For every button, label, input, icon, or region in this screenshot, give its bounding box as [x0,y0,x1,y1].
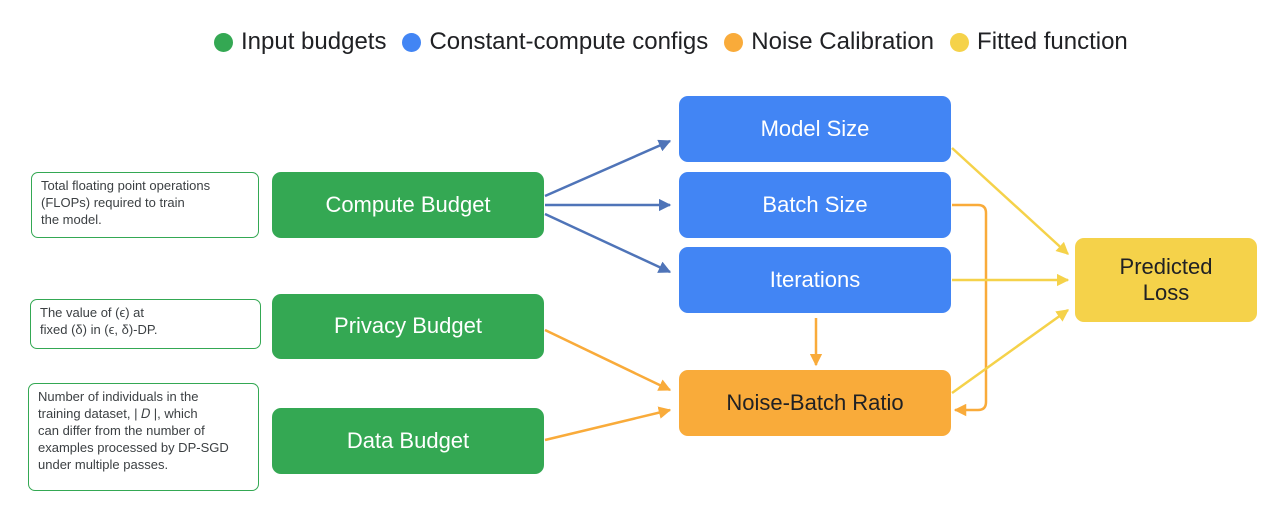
noise-batch-ratio-box: Noise-Batch Ratio [679,370,951,436]
legend: Input budgets Constant-compute configs N… [214,28,1144,56]
iterations-label: Iterations [769,266,861,292]
legend-dot-orange-icon [724,32,744,52]
note-compute-text: Total floating point operations (FLOPs) … [41,178,211,227]
note-compute: Total floating point operations (FLOPs) … [31,172,259,238]
legend-item-constant: Constant-compute configs [402,28,708,56]
note-data: Number of individuals in the training da… [28,383,259,491]
note-data-text: Number of individuals in the training da… [38,389,229,472]
arrow-compute-to-iterations [544,212,672,274]
arrow-model-size-to-loss [951,147,1069,255]
arrow-data-to-noise [544,406,672,442]
legend-item-input: Input budgets [214,28,386,56]
legend-label-input: Input budgets [241,28,387,55]
note-privacy-text: The value of (ϵ) at fixed (δ) in (ϵ, δ)-… [40,305,158,337]
legend-item-noise: Noise Calibration [724,28,934,56]
arrow-batch-size-to-noise [952,203,988,417]
legend-label-fitted: Fitted function [977,28,1128,55]
legend-label-noise: Noise Calibration [751,28,935,55]
data-budget-label: Data Budget [346,427,470,453]
arrow-privacy-to-noise [544,328,672,392]
legend-item-fitted: Fitted function [950,28,1128,56]
model-size-box: Model Size [679,96,951,162]
iterations-box: Iterations [679,247,951,313]
legend-dot-yellow-icon [950,32,970,52]
note-privacy: The value of (ϵ) at fixed (δ) in (ϵ, δ)-… [30,299,261,349]
legend-label-constant: Constant-compute configs [429,28,709,55]
arrow-noise-to-loss [951,308,1070,395]
privacy-budget-box: Privacy Budget [272,294,544,359]
predicted-loss-box: Predicted Loss [1075,238,1257,322]
legend-dot-blue-icon [402,32,422,52]
noise-batch-ratio-label: Noise-Batch Ratio [726,389,904,415]
batch-size-label: Batch Size [762,191,868,217]
compute-budget-label: Compute Budget [325,191,491,217]
data-budget-box: Data Budget [272,408,544,474]
model-size-label: Model Size [760,115,870,141]
legend-dot-green-icon [214,32,233,52]
arrow-compute-to-model-size [544,139,672,198]
batch-size-box: Batch Size [679,172,951,238]
privacy-budget-label: Privacy Budget [334,313,482,339]
predicted-loss-label: Predicted Loss [1119,253,1213,305]
compute-budget-box: Compute Budget [272,172,544,238]
